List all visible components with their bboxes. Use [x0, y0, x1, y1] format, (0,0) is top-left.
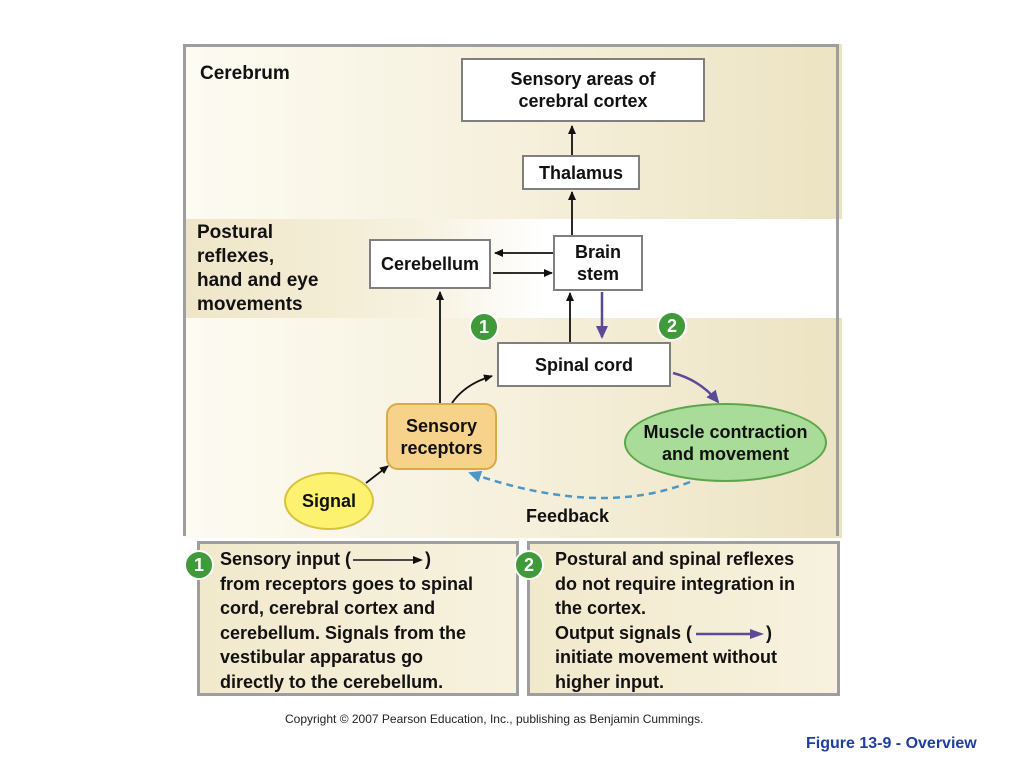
- sensory-areas-box: Sensory areas of cerebral cortex: [461, 58, 705, 122]
- note-two-badge: 2: [514, 550, 544, 580]
- diagram-frame: [183, 44, 839, 536]
- note-one-text: Sensory input () from receptors goes to …: [220, 549, 474, 692]
- note-two-panel: [527, 541, 840, 696]
- thalamus-box: Thalamus: [522, 155, 640, 190]
- output-signal-arrow-icon: [696, 628, 764, 639]
- spinal-cord-box: Spinal cord: [497, 342, 671, 387]
- note-two-text: Postural and spinal reflexes do not requ…: [555, 549, 795, 692]
- postural-band: [183, 219, 842, 318]
- sensory-input-arrow-icon: [353, 556, 424, 565]
- step-one-badge: 1: [469, 312, 499, 342]
- figure-label: Figure 13-9 - Overview: [806, 735, 977, 752]
- postural-label: Postural reflexes, hand and eye movement…: [197, 222, 319, 315]
- brain-stem-box: Brain stem: [553, 235, 643, 291]
- signal-node: Signal: [284, 472, 374, 530]
- sensory-receptors-node: Sensory receptors: [386, 403, 497, 470]
- copyright-text: Copyright © 2007 Pearson Education, Inc.…: [285, 712, 704, 726]
- note-one-panel: [197, 541, 519, 696]
- cerebrum-label: Cerebrum: [200, 63, 290, 84]
- note-one-badge: 1: [184, 550, 214, 580]
- cerebellum-box: Cerebellum: [369, 239, 491, 289]
- arrow-signal-to-receptors: [365, 465, 389, 484]
- arrow-receptors-to-spinal: [451, 374, 493, 404]
- feedback-label: Feedback: [526, 506, 610, 526]
- arrow-spinal-to-muscle: [672, 371, 720, 404]
- step-two-badge: 2: [657, 311, 687, 341]
- arrow-feedback: [468, 470, 691, 500]
- muscle-contraction-node: Muscle contraction and movement: [624, 403, 827, 482]
